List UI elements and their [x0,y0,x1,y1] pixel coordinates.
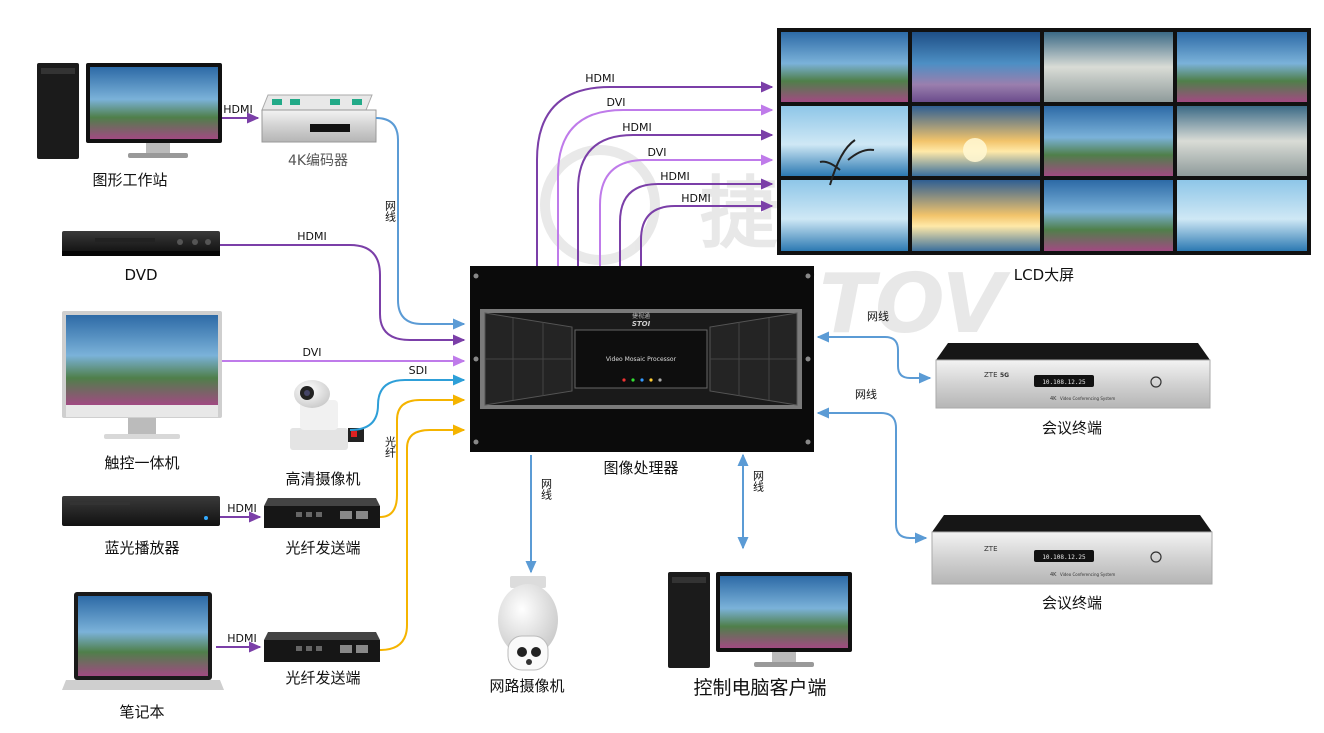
terminal-2-vcs: Video Conferencing System [1060,572,1115,577]
terminal-2-4k: 4K [1050,572,1057,578]
hd-camera-label: 高清摄像机 [285,470,360,488]
terminal-1-vcs: Video Conferencing System [1060,396,1115,401]
processor-panel-title: Video Mosaic Processor [606,356,677,363]
cable-label: DVI [302,346,321,359]
lcd-tile [1044,32,1173,102]
dvd-label: DVD [124,266,157,284]
terminal-1-ip: 10.108.12.25 [1042,379,1086,386]
cable-label-vertical: 网线 [752,470,765,492]
terminal-1-network-cable [816,331,932,384]
processor-brand: STOI [632,320,651,328]
processor-led [640,378,644,382]
dvd-device [62,231,220,256]
cable-label: HDMI [585,72,614,85]
lcd-tile [781,106,908,176]
lcd-video-wall [777,28,1311,255]
processor-label: 图像处理器 [603,459,678,477]
cable-label: 网线 [867,309,889,323]
terminal-1-brand: ZTE [984,371,998,379]
touch-pc-device [62,311,222,439]
workstation-label: 图形工作站 [92,171,167,189]
dvd-hdmi-cable [220,244,466,346]
terminal-2-network-cable [816,407,928,544]
fiber-tx-2-device [264,632,380,662]
processor-led [649,378,653,382]
terminal-2-device: ZTE 10.108.12.25 4K Video Conferencing S… [931,515,1213,585]
terminal-1-label: 会议终端 [1042,419,1102,437]
lcd-tile [1044,180,1173,251]
lcd-tile [1177,106,1307,176]
lcd-tile [912,32,1040,102]
cable-label: HDMI [681,192,710,205]
cable-label: HDMI [297,230,326,243]
workstation-device [37,63,222,159]
control-pc-device [668,572,852,668]
control-pc-label: 控制电脑客户端 [693,677,826,699]
camera-sdi-cable [349,374,466,431]
lcd-tile [781,180,908,251]
cable-label: 网线 [855,387,877,401]
terminal-1-badge: 5G [1000,372,1009,379]
terminal-1-4k: 4K [1050,396,1057,402]
cable-label: DVI [647,146,666,159]
cable-label: HDMI [223,103,252,116]
output-cables [536,81,774,266]
cable-label: DVI [606,96,625,109]
fiber-2-cable [379,424,466,651]
encoder-network-cable [375,117,466,330]
encoder-device [261,94,377,143]
hd-camera-device [290,380,364,450]
cable-label: HDMI [622,121,651,134]
encoder-label: 4K编码器 [288,153,348,169]
ip-camera-label: 网路摄像机 [489,677,564,695]
terminal-2-brand: ZTE [984,545,998,553]
fiber-1-cable [379,394,466,518]
lcd-tile [1177,180,1307,251]
lcd-wall-label: LCD大屏 [1014,266,1074,284]
cable-label: HDMI [660,170,689,183]
input-cables [216,112,932,653]
processor-led [658,378,662,382]
cable-label-vertical: 网线 [384,200,397,222]
laptop-label: 笔记本 [119,703,164,721]
processor-brand-cn: 捷视通 [632,312,650,320]
cable-label: SDI [409,364,428,377]
terminal-2-ip: 10.108.12.25 [1042,554,1086,561]
terminal-2-label: 会议终端 [1042,594,1102,612]
lcd-tile [781,32,908,102]
lcd-tile [1044,106,1173,176]
lcd-tile [1177,32,1307,102]
fiber-tx-1-label: 光纤发送端 [285,539,360,557]
fiber-tx-1-device [264,498,380,528]
video-processor: Video Mosaic Processor 捷视通 STOI [470,266,814,452]
cable-label: HDMI [227,502,256,515]
ip-camera-device [498,576,558,671]
cable-label-vertical: 光纤 [384,435,397,459]
fiber-tx-2-label: 光纤发送端 [285,669,360,687]
bluray-label: 蓝光播放器 [104,539,179,557]
bluray-device [62,496,220,526]
processor-led [631,378,635,382]
terminal-1-device: ZTE 5G 10.108.12.25 4K Video Conferencin… [935,343,1211,409]
laptop-device [62,592,224,690]
cable-label: HDMI [227,632,256,645]
touch-pc-label: 触控一体机 [104,454,179,472]
cable-label-vertical: 网线 [540,478,553,500]
lcd-tile [912,180,1040,251]
processor-led [622,378,626,382]
